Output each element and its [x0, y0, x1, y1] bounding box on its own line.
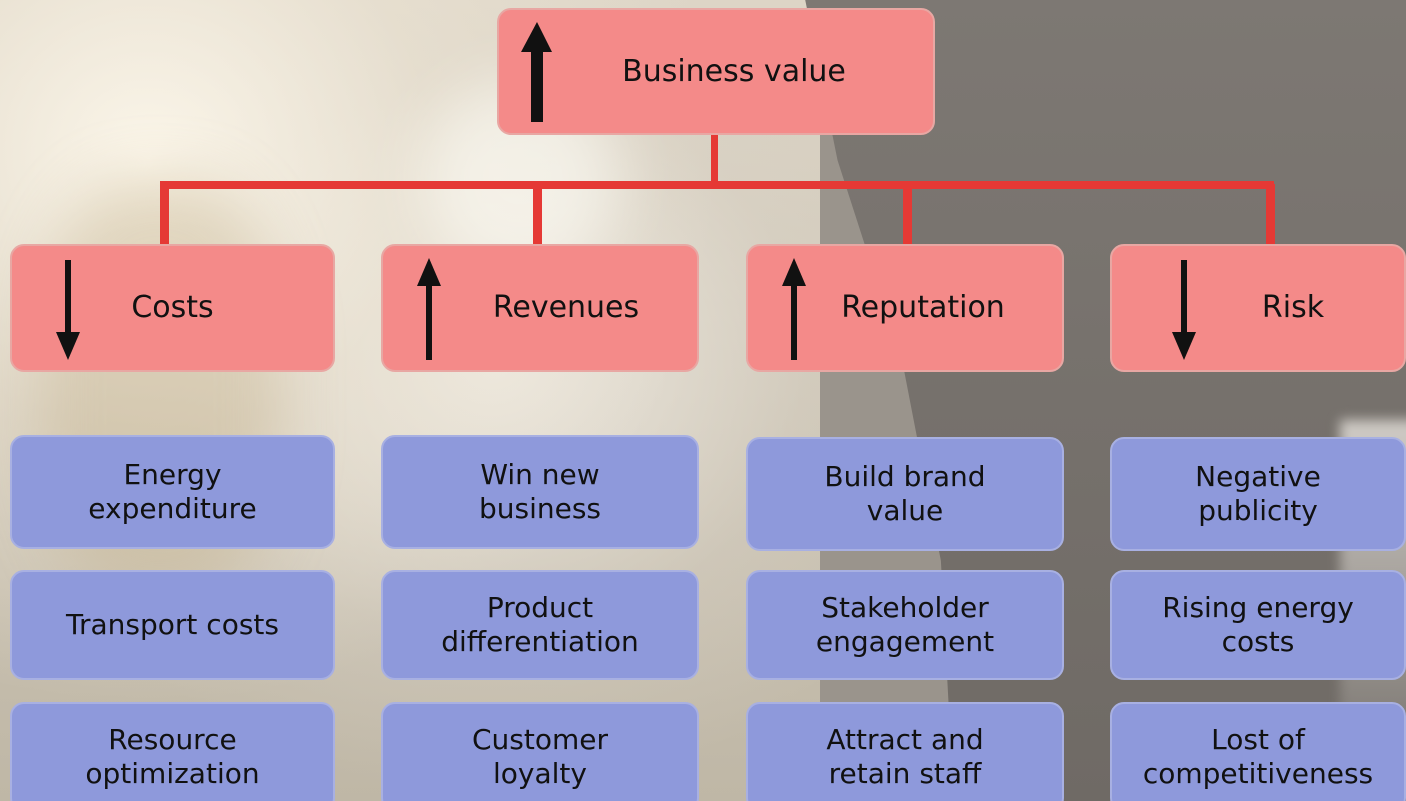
item-label: Attract and retain staff	[826, 723, 984, 790]
item-rising-energy-costs: Rising energy costs	[1110, 570, 1406, 680]
item-build-brand-value: Build brand value	[746, 437, 1064, 551]
business-value-box: Business value	[497, 8, 935, 135]
item-transport-costs: Transport costs	[10, 570, 335, 680]
item-label: Build brand value	[824, 460, 986, 527]
item-label: Negative publicity	[1195, 460, 1321, 527]
arrow-up-icon	[782, 258, 806, 360]
arrow-down-icon	[1172, 260, 1196, 360]
item-resource-optimization: Resource optimization	[10, 702, 335, 801]
item-attract-retain-staff: Attract and retain staff	[746, 702, 1064, 801]
connector-trunk	[711, 134, 718, 186]
category-risk: Risk	[1110, 244, 1406, 372]
category-reputation: Reputation	[746, 244, 1064, 372]
connector-drop-costs	[160, 184, 169, 244]
item-product-differentiation: Product differentiation	[381, 570, 699, 680]
item-stakeholder-engagement: Stakeholder engagement	[746, 570, 1064, 680]
item-label: Stakeholder engagement	[815, 591, 995, 658]
item-label: Resource optimization	[85, 723, 260, 790]
item-customer-loyalty: Customer loyalty	[381, 702, 699, 801]
item-win-new-business: Win new business	[381, 435, 699, 549]
category-label: Risk	[1261, 290, 1325, 325]
category-label: Costs	[131, 290, 214, 325]
category-label: Reputation	[841, 290, 1005, 325]
item-label: Customer loyalty	[471, 723, 608, 790]
category-costs: Costs	[10, 244, 335, 372]
arrow-up-icon	[417, 258, 441, 360]
item-energy-expenditure: Energy expenditure	[10, 435, 335, 549]
item-label: Rising energy costs	[1162, 591, 1354, 658]
item-lost-competitiveness: Lost of competitiveness	[1110, 702, 1406, 801]
connector-drop-revenues	[533, 184, 542, 244]
connector-drop-risk	[1266, 184, 1275, 244]
connector-bar	[160, 181, 1274, 189]
arrow-up-icon	[521, 22, 552, 122]
business-value-label: Business value	[622, 53, 846, 89]
category-label: Revenues	[492, 290, 640, 325]
item-label: Energy expenditure	[88, 458, 257, 525]
item-label: Lost of competitiveness	[1142, 723, 1374, 790]
connector-drop-reputation	[903, 184, 912, 244]
category-revenues: Revenues	[381, 244, 699, 372]
item-negative-publicity: Negative publicity	[1110, 437, 1406, 551]
item-label: Win new business	[478, 458, 602, 525]
arrow-down-icon	[56, 260, 80, 360]
item-label: Product differentiation	[441, 591, 639, 658]
item-label: Transport costs	[66, 608, 279, 642]
